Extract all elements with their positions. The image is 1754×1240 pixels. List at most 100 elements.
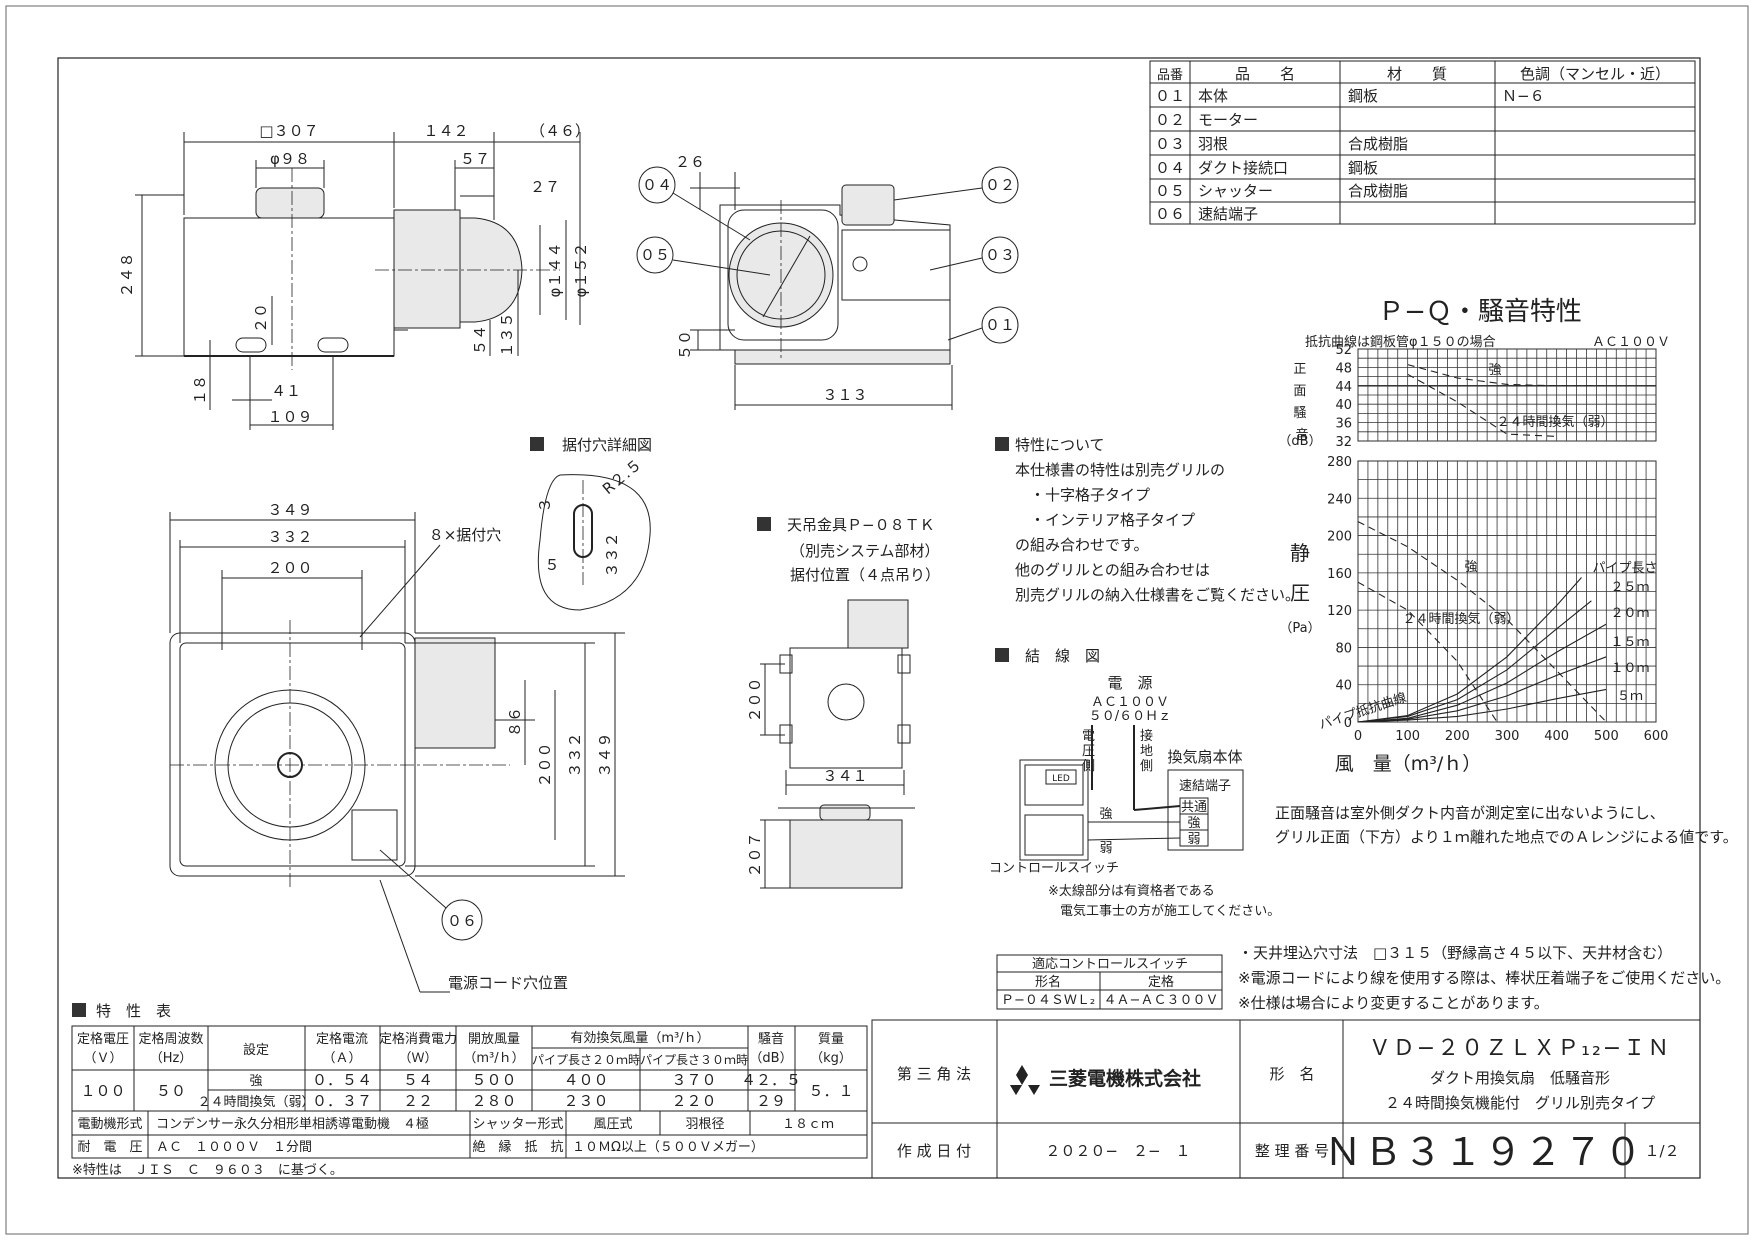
pressure-ylabel-1: 静 [1290,541,1310,565]
parts-row-no: ０３ [1155,135,1185,153]
dim-207: ２０７ [746,832,764,877]
x-tick-label: 100 [1395,729,1420,744]
dim-57: ５７ [460,150,490,168]
noise-unit: （dB） [1278,434,1321,449]
characteristics-note: 特性について 本仕様書の特性は別売グリルの ・十字格子タイプ ・インテリア格子タ… [995,436,1300,604]
model-desc-2: ２４時間換気機能付 グリル別売タイプ [1385,1094,1655,1112]
noise-series-strong [1407,364,1607,387]
dim-341: ３４１ [822,767,867,785]
dim-332-top: ３３２ [267,528,312,546]
hanger-sub1: （別売システム部材） [790,542,940,560]
pipe-length-25: ２５ｍ [1610,580,1649,595]
side-view-drawing: □３０７ １４２ （４６） φ９８ ５７ ２７ ２４８ φ１４４ φ１５２ ２０… [118,122,590,430]
mount-hole-detail: 据付穴詳細図 R２.５ ３ ５ ３３２ [530,436,652,611]
pressure-series-weak [1357,581,1498,723]
mount-detail-title: 据付穴詳細図 [562,436,652,454]
dim-18: １８ [191,375,209,405]
pipe-length-5: ５ｍ [1617,689,1643,704]
spec-h-effective: 有効換気風量（m³/ｈ） [570,1030,709,1046]
model-desc-1: ダクト用換気扇 低騒音形 [1430,1069,1610,1087]
parts-row-no: ０２ [1155,111,1185,129]
control-switch-title: 適応コントロールスイッチ [1032,956,1188,972]
title-block: 第 三 角 法 三菱電機株式会社 形 名 ＶＤ−２０ＺＬＸＰ₁₂−ＩＮ ダクト用… [871,1019,1701,1179]
spec-h-mass: 質量 [818,1032,844,1047]
noise-tick-label: 36 [1335,417,1352,432]
spec-motor: コンデンサー永久分相形単相誘導電動機 ４極 [156,1116,429,1132]
noise-series-weak [1407,373,1557,437]
dim-5: ５ [544,556,559,574]
projection-label: 第 三 角 法 [897,1065,971,1083]
parts-row-no: ０５ [1155,182,1185,200]
callout-05: ０５ [640,246,670,264]
spec-h-noise: 騒音 [758,1031,784,1047]
power-cord-hole-label: 電源コード穴位置 [448,974,568,992]
noise-strong-label: 強 [1488,363,1501,378]
noise-tick-label: 48 [1335,361,1352,376]
parts-row-no: ０４ [1155,159,1185,177]
spec-h-p30: パイプ長さ３０ｍ時 [640,1053,748,1067]
section-marker-icon [757,517,771,531]
noise-ylabel: 正 面 騒 音 [1293,362,1310,443]
chart-resistance-note: 抵抗曲線は鋼板管φ１５０の場合 [1305,334,1496,350]
characteristics-line: ・インテリア格子タイプ [1030,511,1195,529]
chart-remark-1: 正面騒音は室外側ダクト内音が測定室に出ないようにし、 [1275,804,1665,822]
control-switch-model: Ｐ−０４ＳＷＬ₂ [1001,993,1095,1008]
parts-row-name: モーター [1198,111,1258,129]
spec-withstand: ＡＣ １０００Ｖ １分間 [156,1140,312,1155]
spec-footnote: ※特性は ＪＩＳ Ｃ ９６０３ に基づく。 [72,1163,343,1178]
dim-200-hanger: ２００ [746,677,764,722]
pressure-tick-label: 280 [1327,455,1352,470]
chart-title: Ｐ−Ｑ・騒音特性 [1378,297,1582,327]
dim-332-right: ３３２ [566,732,584,777]
spec-row-p30: ２２０ [671,1092,716,1110]
date-label: 作 成 日 付 [897,1142,971,1160]
spec-withstand-label: 耐 電 圧 [77,1140,142,1155]
pipe-length-label: パイプ長さ [1592,561,1657,576]
spec-row-open: ２８０ [471,1092,516,1110]
noise-tick-label: 44 [1335,380,1352,395]
spec-title: 特 性 表 [96,1002,171,1020]
note-line: ※電源コードにより線を使用する際は、棒状圧着端子をご使用ください。 [1238,969,1730,987]
pipe-resistance-curve [1357,656,1607,723]
parts-row-name: 本体 [1198,87,1228,105]
pressure-tick-label: 200 [1327,530,1352,545]
spec-insulation: １０ＭΩ以上（５００Ｖメガー） [572,1140,764,1155]
spec-row-setting: ２４時間換気（弱） [197,1094,314,1110]
dim-86: ８６ [506,707,524,737]
dim-349-right: ３４９ [596,732,614,777]
spec-h-noise-unit: （dB） [749,1051,792,1066]
pressure-strong-label: 強 [1464,560,1477,575]
wiring-ac: ＡＣ１００Ｖ [1091,695,1169,710]
wiring-ground-side: 接地側 [1140,728,1153,774]
callout-04: ０４ [642,176,672,194]
spec-row-noise: ２９ [756,1092,786,1110]
dim-27: ２７ [530,178,560,196]
characteristics-line: 別売グリルの納入仕様書をご覧ください。 [1015,586,1300,604]
wiring-switch: コントロールスイッチ [989,861,1119,876]
parts-row-name: 羽根 [1198,135,1228,153]
dim-349-top: ３４９ [267,501,312,519]
pipe-resistance-curve [1357,600,1592,723]
wiring-terminal-weak: 弱 [1187,832,1200,847]
spec-h-current-unit: （Ａ） [322,1051,361,1066]
wiring-note2: 電気工事士の方が施工してください。 [1060,903,1280,919]
parts-row-material: 合成樹脂 [1348,182,1408,200]
dim-phi152: φ１５２ [572,243,590,298]
spec-motor-label: 電動機形式 [77,1117,142,1132]
notes-block: ・天井埋込穴寸法 □３１５（野縁高さ４５以下、天井材含む） ※電源コードにより線… [1238,944,1730,1012]
characteristics-line: の組み合わせです。 [1015,536,1149,554]
company-logo-icon [1010,1065,1040,1095]
company-name: 三菱電機株式会社 [1049,1067,1201,1090]
noise-tick-label: 40 [1335,398,1352,413]
pressure-series-strong [1357,521,1607,723]
pipe-resistance-curve [1357,688,1607,723]
pipe-length-10: １０ｍ [1610,661,1649,676]
dim-200-right: ２００ [536,742,554,787]
spec-h-power-unit: （Ｗ） [398,1051,437,1066]
callout-01: ０１ [985,316,1015,334]
pressure-ylabel-2: 圧 [1290,581,1310,605]
noise-tick-label: 32 [1335,435,1352,450]
pressure-tick-label: 160 [1327,567,1352,582]
spec-row-power: ５４ [403,1071,433,1089]
